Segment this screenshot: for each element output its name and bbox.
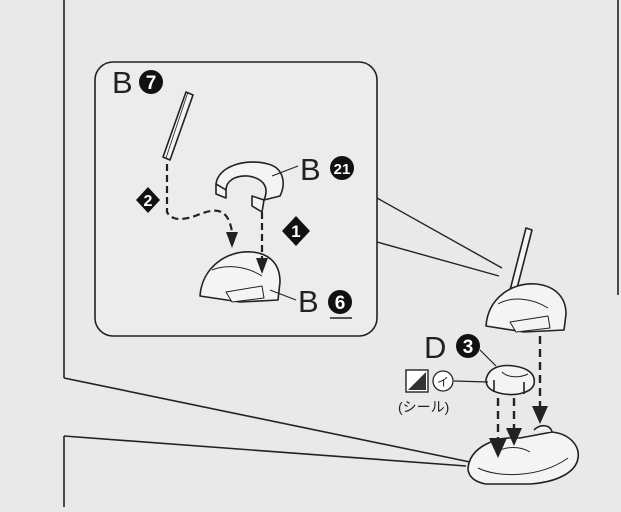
svg-text:(シール): (シール)	[398, 399, 449, 415]
assembly-arrows-main	[496, 336, 542, 438]
part-b21-clip	[215, 161, 284, 213]
part-b7-rod	[162, 91, 194, 161]
assembly-arrows-detail	[165, 164, 264, 258]
svg-text:1: 1	[291, 222, 300, 241]
svg-text:B: B	[300, 152, 321, 187]
step-2-marker: 2	[136, 187, 160, 213]
page-frame	[63, 0, 619, 507]
arrow-heads-main	[489, 406, 548, 458]
part-d3	[485, 364, 536, 396]
svg-text:B: B	[298, 284, 319, 319]
stand-base-assembly	[467, 424, 579, 485]
label-part-d3: D 3	[424, 330, 497, 367]
svg-text:B: B	[112, 65, 133, 100]
step-1-marker: 1	[282, 216, 310, 246]
sticker-indicator: イ (シール)	[398, 369, 489, 415]
svg-text:イ: イ	[437, 375, 449, 389]
assembled-stand-head	[485, 227, 567, 333]
svg-text:D: D	[424, 330, 446, 365]
label-part-b7: B 7	[112, 65, 163, 100]
svg-text:2: 2	[144, 193, 153, 210]
svg-text:21: 21	[334, 161, 351, 178]
detail-callout-box	[94, 61, 503, 337]
svg-text:6: 6	[335, 293, 346, 314]
label-part-b6: B 6	[269, 284, 352, 319]
svg-text:7: 7	[146, 73, 157, 94]
label-part-b21: B 21	[271, 152, 354, 187]
svg-text:3: 3	[463, 337, 474, 358]
arrow-heads-detail	[226, 232, 268, 274]
